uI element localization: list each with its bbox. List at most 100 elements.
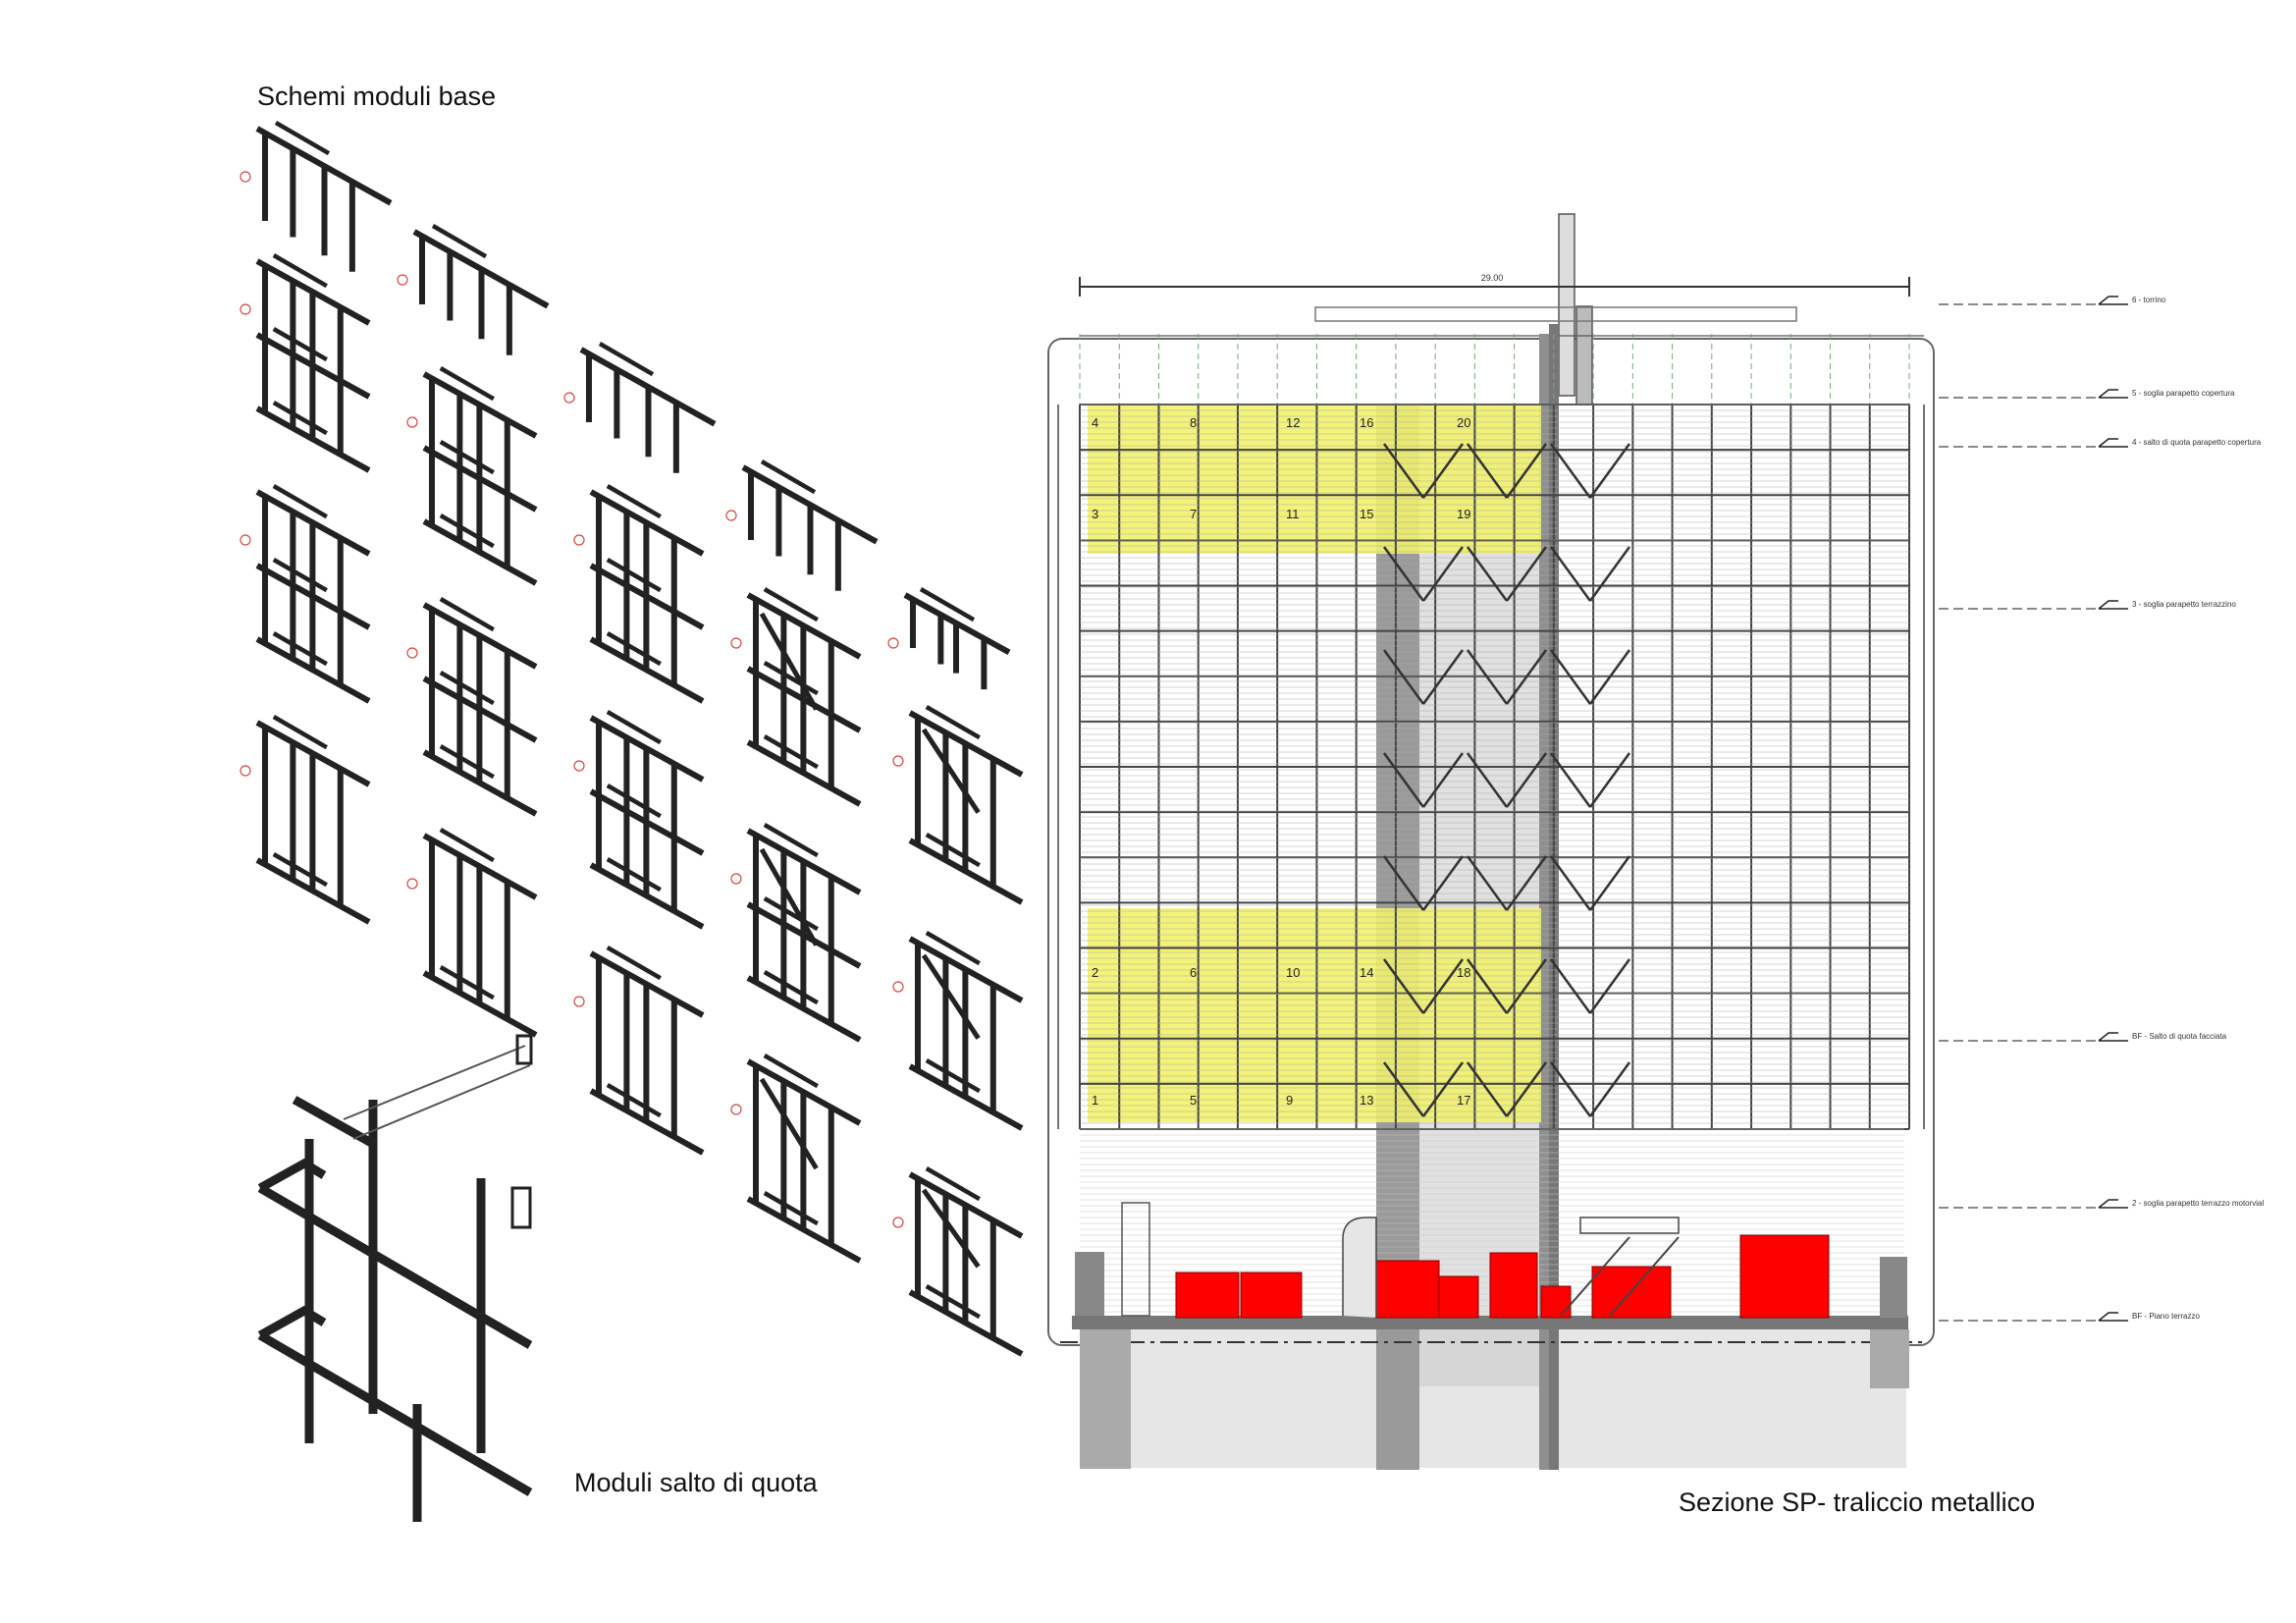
module-marker bbox=[406, 647, 418, 659]
highlight-upper-zone bbox=[1088, 405, 1541, 554]
equipment-box-4 bbox=[1438, 1275, 1479, 1319]
isometric-module bbox=[730, 823, 862, 1043]
panel-number-2: 2 bbox=[1092, 965, 1098, 980]
module-marker bbox=[730, 873, 742, 885]
base-floor bbox=[1082, 1321, 1906, 1468]
core-shadow bbox=[1419, 405, 1547, 1386]
section-frame bbox=[1047, 338, 1935, 1346]
module-marker bbox=[406, 878, 418, 890]
panel-number-20: 20 bbox=[1457, 415, 1470, 430]
panel-number-12: 12 bbox=[1286, 415, 1300, 430]
isometric-module bbox=[730, 587, 862, 807]
module-marker bbox=[892, 1217, 904, 1228]
isometric-module bbox=[240, 121, 393, 272]
isometric-module bbox=[892, 1166, 1024, 1357]
left-pier bbox=[1075, 1252, 1104, 1316]
core-band bbox=[1376, 405, 1419, 1470]
level-marker-icon bbox=[2098, 1199, 2128, 1209]
stair-platform bbox=[1579, 1217, 1680, 1234]
isometric-module bbox=[573, 710, 705, 930]
caption-sezione-sp: Sezione SP- traliccio metallico bbox=[1679, 1488, 2036, 1517]
panel-number-11: 11 bbox=[1286, 507, 1300, 521]
mast bbox=[1558, 213, 1575, 397]
panel-number-16: 16 bbox=[1360, 415, 1373, 430]
roof-parapet bbox=[1314, 306, 1797, 322]
level-marker-icon bbox=[2098, 389, 2128, 399]
panel-number-5: 5 bbox=[1190, 1093, 1197, 1108]
module-marker bbox=[573, 996, 585, 1007]
module-marker bbox=[730, 637, 742, 649]
level-marker-icon bbox=[2098, 1312, 2128, 1322]
level-label: 4 - salto di quota parapetto copertura bbox=[2132, 438, 2262, 447]
caption-moduli-salto-di-quota: Moduli salto di quota bbox=[574, 1468, 818, 1497]
panel-number-7: 7 bbox=[1190, 507, 1197, 521]
cage-ladder bbox=[1121, 1202, 1150, 1317]
level-marker-icon bbox=[2098, 438, 2128, 448]
module-marker bbox=[892, 981, 904, 993]
overall-dimension-label: 29.00 bbox=[1481, 273, 1504, 283]
equipment-box-7 bbox=[1591, 1266, 1672, 1319]
level-marker-icon bbox=[2098, 600, 2128, 610]
isometric-module bbox=[406, 366, 538, 586]
level-label: 3 - soglia parapetto terrazzino bbox=[2132, 600, 2236, 609]
equipment-box-8 bbox=[1739, 1234, 1830, 1319]
right-column-base bbox=[1870, 1329, 1909, 1388]
isometric-module bbox=[240, 484, 371, 704]
isometric-module bbox=[240, 715, 371, 925]
equipment-box-5 bbox=[1489, 1252, 1538, 1319]
module-marker bbox=[406, 416, 418, 428]
panel-number-10: 10 bbox=[1286, 965, 1300, 980]
isometric-module bbox=[573, 946, 705, 1156]
stair-rails bbox=[1560, 1236, 1680, 1317]
module-marker bbox=[725, 510, 737, 521]
level-label: BF - Piano terrazzo bbox=[2132, 1312, 2200, 1321]
equipment-box-1 bbox=[1175, 1271, 1240, 1319]
panel-number-14: 14 bbox=[1360, 965, 1373, 980]
isometric-module bbox=[406, 828, 538, 1038]
module-marker bbox=[573, 760, 585, 772]
isometric-module bbox=[240, 253, 371, 473]
core-left-line bbox=[1539, 334, 1549, 1470]
isometric-module bbox=[892, 931, 1024, 1131]
level-label: BF - Salto di quota facciata bbox=[2132, 1032, 2227, 1041]
level-marker-icon bbox=[2098, 296, 2128, 305]
caption-schemi-moduli-base: Schemi moduli base bbox=[257, 81, 497, 111]
air-duct bbox=[1342, 1217, 1377, 1318]
panel-number-18: 18 bbox=[1457, 965, 1470, 980]
panel-number-19: 19 bbox=[1457, 507, 1470, 521]
isometric-module bbox=[563, 342, 717, 473]
module-marker bbox=[573, 534, 585, 546]
core-right-line bbox=[1549, 324, 1559, 1470]
module-marker bbox=[892, 755, 904, 767]
equipment-box-2 bbox=[1240, 1271, 1303, 1319]
module-marker bbox=[240, 765, 251, 777]
panel-number-3: 3 bbox=[1092, 507, 1098, 521]
isometric-module bbox=[406, 597, 538, 817]
bracket-plate bbox=[515, 1034, 533, 1065]
bracket-plate bbox=[510, 1186, 532, 1229]
panel-number-13: 13 bbox=[1360, 1093, 1373, 1108]
module-marker bbox=[397, 274, 408, 286]
module-marker bbox=[887, 637, 899, 649]
module-marker bbox=[563, 392, 575, 404]
level-label: 5 - soglia parapetto copertura bbox=[2132, 389, 2235, 398]
panel-number-15: 15 bbox=[1360, 507, 1373, 521]
level-marker-icon bbox=[2098, 1032, 2128, 1042]
left-column-base bbox=[1080, 1329, 1131, 1469]
isometric-module bbox=[573, 484, 705, 704]
level-label: 2 - soglia parapetto terrazzo motorvial bbox=[2132, 1199, 2265, 1208]
highlight-lower-zone bbox=[1088, 908, 1541, 1122]
module-marker bbox=[240, 534, 251, 546]
panel-number-6: 6 bbox=[1190, 965, 1197, 980]
module-marker bbox=[240, 303, 251, 315]
isometric-module bbox=[725, 460, 879, 591]
mast-secondary bbox=[1575, 305, 1593, 406]
equipment-box-6 bbox=[1540, 1285, 1572, 1319]
panel-number-1: 1 bbox=[1092, 1093, 1098, 1108]
panel-number-17: 17 bbox=[1457, 1093, 1470, 1108]
panel-number-8: 8 bbox=[1190, 415, 1197, 430]
terrace-slab bbox=[1072, 1316, 1908, 1329]
level-label: 6 - torrino bbox=[2132, 296, 2166, 304]
isometric-module bbox=[892, 705, 1024, 905]
panel-number-9: 9 bbox=[1286, 1093, 1293, 1108]
